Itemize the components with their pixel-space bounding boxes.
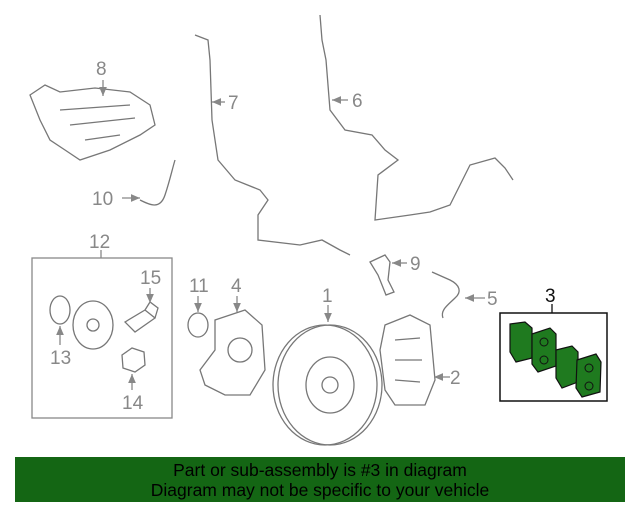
callout-15[interactable]: 15 <box>140 268 161 289</box>
part-speed-sensor-cable-7[interactable] <box>194 34 351 256</box>
part-wear-sensor-5[interactable] <box>431 271 460 319</box>
part-bolt-15[interactable] <box>123 301 159 333</box>
callout-8[interactable]: 8 <box>96 59 107 80</box>
callout-2[interactable]: 2 <box>450 368 461 389</box>
callout-14[interactable]: 14 <box>122 393 144 414</box>
callout-5[interactable]: 5 <box>487 289 498 310</box>
callout-6[interactable]: 6 <box>352 91 363 112</box>
callout-3[interactable]: 3 <box>545 286 556 307</box>
callout-10[interactable]: 10 <box>92 189 113 210</box>
part-hub[interactable] <box>72 300 114 350</box>
info-banner: Part or sub-assembly is #3 in diagram Di… <box>15 457 625 502</box>
callout-13[interactable]: 13 <box>50 348 71 369</box>
part-bracket-9[interactable] <box>369 254 395 296</box>
kit-box-12 <box>31 257 173 419</box>
part-brake-pads-3[interactable] <box>509 321 602 398</box>
callout-4[interactable]: 4 <box>231 276 242 297</box>
part-caliper-2[interactable] <box>379 314 436 406</box>
banner-line-2: Diagram may not be specific to your vehi… <box>150 480 490 500</box>
banner-line-1: Part or sub-assembly is #3 in diagram <box>173 460 467 480</box>
part-brake-rotor-1[interactable] <box>272 324 383 446</box>
part-speed-sensor-cable-6[interactable] <box>319 14 514 221</box>
part-splash-shield[interactable] <box>29 84 156 161</box>
callout-12[interactable]: 12 <box>89 232 110 253</box>
part-wear-sensor-small[interactable] <box>139 159 176 206</box>
callout-9[interactable]: 9 <box>410 254 421 275</box>
part-o-ring-11[interactable] <box>187 312 209 338</box>
part-nut-14[interactable] <box>121 347 146 373</box>
callout-11[interactable]: 11 <box>189 276 209 297</box>
part-seal-13[interactable] <box>49 295 71 325</box>
callout-7[interactable]: 7 <box>228 93 239 114</box>
part-backing-plate-4[interactable] <box>199 309 266 396</box>
callout-1[interactable]: 1 <box>322 286 333 307</box>
